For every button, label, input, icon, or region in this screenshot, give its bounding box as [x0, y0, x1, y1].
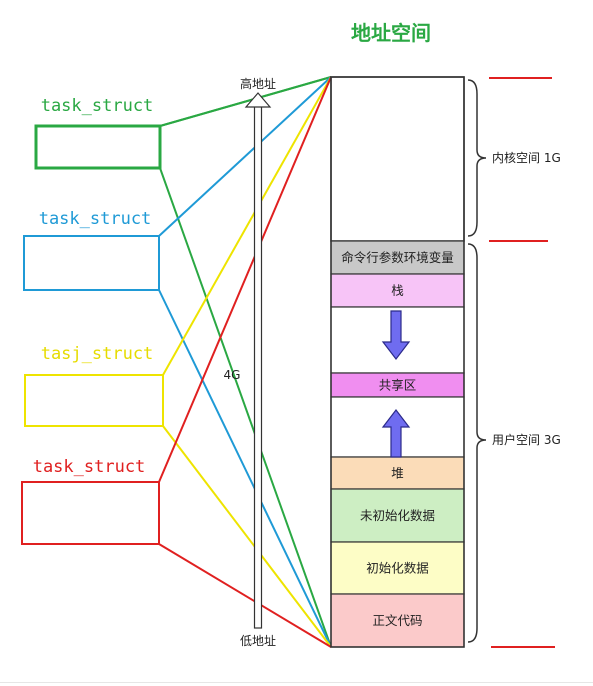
- memory-segment-label: 初始化数据: [366, 561, 429, 576]
- heap-growth-arrow: [381, 409, 411, 458]
- address-arrow: 高地址 低地址 4G: [224, 76, 276, 648]
- address-arrow-shaft: [253, 105, 263, 629]
- high-address-label: 高地址: [240, 76, 276, 91]
- address-arrow-head: [244, 92, 272, 108]
- task-struct-box: [23, 235, 160, 291]
- task-struct-label: task_struct: [39, 209, 152, 229]
- memory-segment: [330, 541, 465, 595]
- kernel-space-brace: 内核空间 1G: [467, 79, 561, 237]
- up-arrow-icon: [381, 409, 411, 458]
- task-struct-blue: task_struct: [23, 209, 160, 291]
- stack-growth-arrow: [381, 310, 411, 360]
- memory-segment-label: 共享区: [379, 378, 417, 393]
- task-struct-label: tasj_struct: [41, 344, 154, 364]
- memory-segment: [330, 488, 465, 543]
- red-mapping-line-top: [158, 76, 332, 483]
- memory-segment-label: 栈: [391, 283, 404, 298]
- task-struct-red: task_struct: [21, 457, 160, 545]
- memory-segment-label: 命令行参数环境变量: [341, 250, 454, 265]
- down-arrow-icon: [381, 310, 411, 360]
- brace-icon: [467, 243, 487, 643]
- task-struct-yellow: tasj_struct: [24, 344, 164, 427]
- memory-segment: [330, 273, 465, 308]
- brace-icon: [467, 79, 487, 237]
- kernel-space-block: [330, 76, 465, 242]
- memory-segment-label: 正文代码: [372, 613, 422, 628]
- size-label: 4G: [224, 368, 241, 382]
- memory-segment-label: 未初始化数据: [360, 508, 435, 523]
- red-mapping-line-bottom: [158, 543, 332, 648]
- task-struct-box: [24, 374, 164, 427]
- task-struct-label: task_struct: [33, 457, 146, 477]
- memory-segment-label: 堆: [391, 466, 404, 481]
- task-struct-green: task_struct: [34, 96, 162, 170]
- memory-column-outline: [330, 76, 465, 648]
- user-space-brace: 用户空间 3G: [467, 243, 561, 643]
- green-mapping-line-top: [159, 76, 332, 127]
- memory-segment: [330, 372, 465, 398]
- task-struct-label: task_struct: [41, 96, 154, 116]
- yellow-mapping-line-top: [162, 76, 332, 376]
- kernel-space-label: 内核空间 1G: [492, 151, 561, 165]
- task-struct-box: [21, 481, 160, 545]
- blue-mapping-line-top: [158, 76, 332, 237]
- diagram-title: 地址空间: [351, 21, 431, 45]
- memory-segment: [330, 593, 465, 648]
- blue-mapping-line-bottom: [158, 289, 332, 648]
- low-address-label: 低地址: [240, 634, 276, 648]
- user-space-label: 用户空间 3G: [492, 432, 561, 447]
- yellow-mapping-line-bottom: [162, 425, 332, 648]
- task-struct-box: [34, 124, 162, 170]
- green-mapping-line-bottom: [159, 167, 332, 648]
- bottom-divider: [0, 682, 593, 683]
- mapping-lines: [158, 76, 332, 648]
